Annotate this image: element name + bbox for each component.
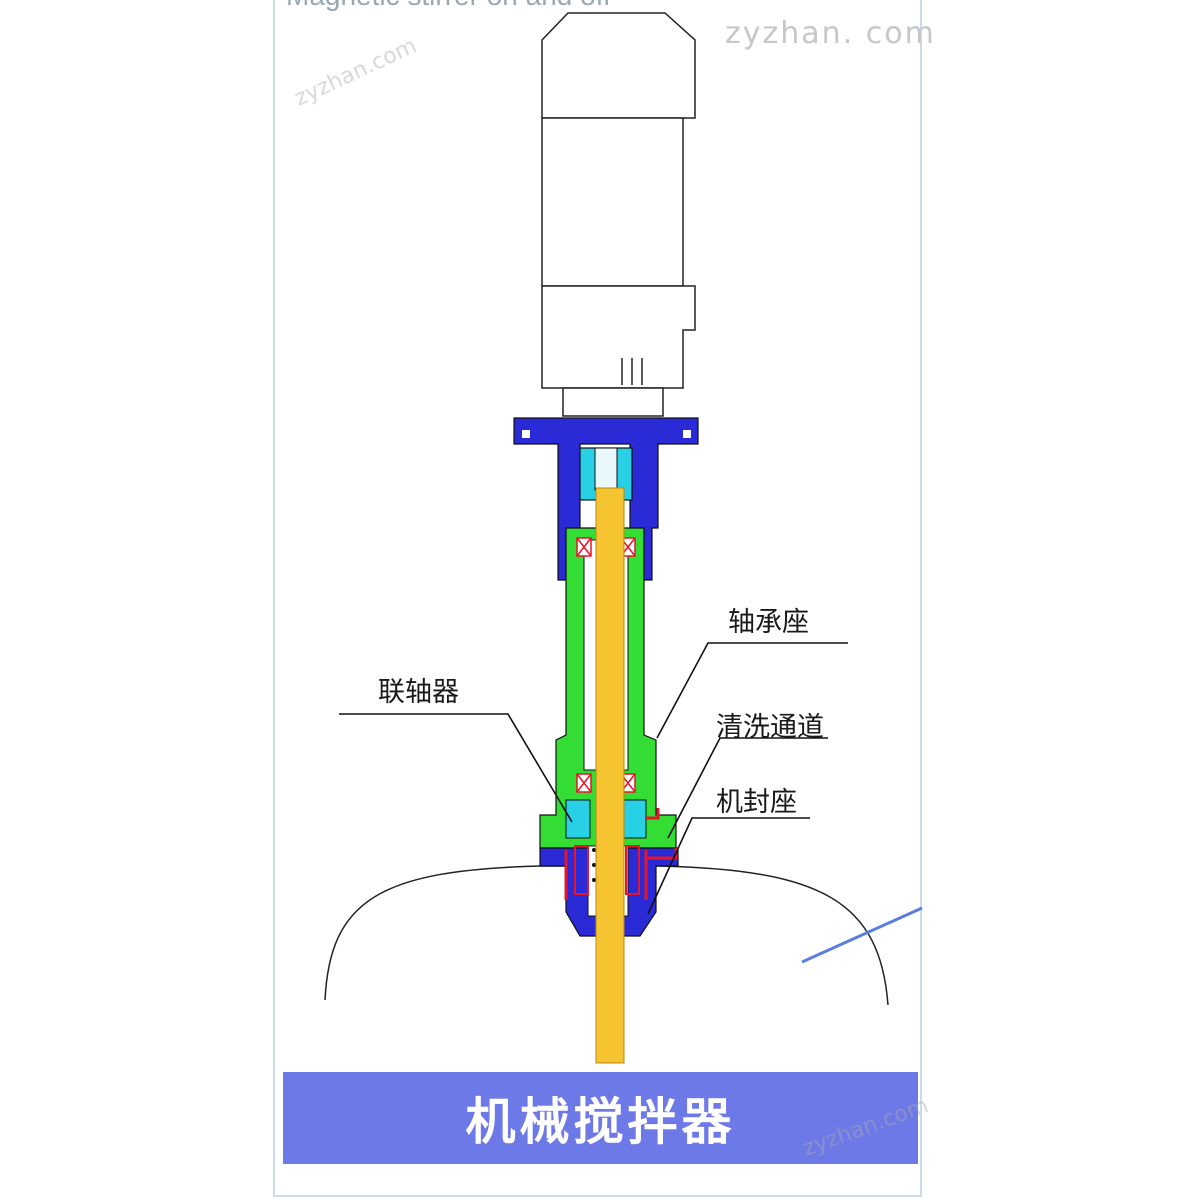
watermark: zyzhan. com bbox=[725, 16, 936, 51]
pointer-line bbox=[801, 906, 923, 964]
motor-neck bbox=[562, 387, 664, 417]
label-bearing-seat: 轴承座 bbox=[728, 607, 809, 638]
agitator-shaft bbox=[595, 487, 625, 1064]
leader-mech-seal-seat bbox=[647, 817, 810, 915]
title-band: 机械搅拌器 bbox=[283, 1072, 918, 1164]
label-cleaning-channel: 清洗通道 bbox=[716, 712, 824, 743]
title-text: 机械搅拌器 bbox=[465, 1093, 736, 1151]
motor-cap bbox=[541, 12, 696, 119]
leader-lines bbox=[339, 642, 848, 915]
motor-junction bbox=[541, 285, 696, 389]
label-coupling: 联轴器 bbox=[378, 677, 459, 708]
cleaning-channel bbox=[564, 808, 678, 900]
motor-body bbox=[541, 117, 684, 287]
lower-coupling-right bbox=[621, 799, 647, 839]
header-cut-text: Magnetic stirrer on and off bbox=[286, 0, 611, 12]
label-mech-seal-seat: 机封座 bbox=[716, 787, 797, 818]
leader-bearing-seat bbox=[656, 642, 848, 739]
leader-cleaning-channel bbox=[667, 737, 828, 839]
leader-coupling bbox=[339, 713, 573, 823]
vent-slots bbox=[621, 358, 643, 385]
